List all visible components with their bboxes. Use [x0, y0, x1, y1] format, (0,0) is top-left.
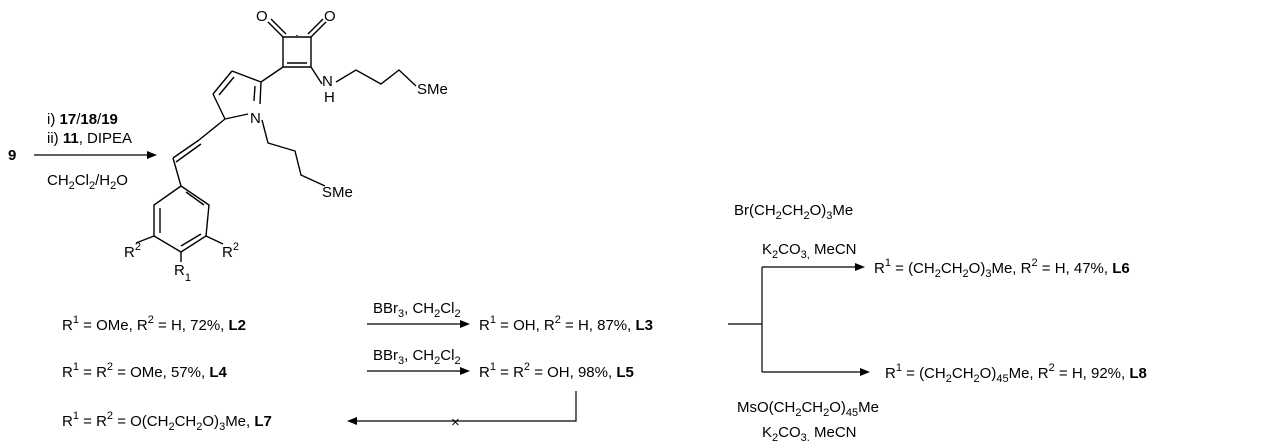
atom-pyrrole-n: N — [250, 110, 261, 127]
benzene-r2-left-bond — [135, 235, 155, 244]
pyrrole-n-c2 — [259, 81, 262, 105]
deprotection-arrowhead-a — [460, 320, 470, 328]
atom-r2-right: R2 — [222, 241, 239, 261]
n-propyl-chain — [261, 119, 326, 187]
bbr3-reagent-a: BBr3, CH2Cl2 — [373, 300, 461, 320]
svg-text:R1 = R2 = OMe, 57%, L4: R1 = R2 = OMe, 57%, L4 — [62, 361, 227, 381]
branch-arrowhead-bottom — [860, 368, 870, 376]
failed-arrowhead — [347, 417, 357, 425]
atom-o-right: O — [324, 8, 336, 25]
pyrrole-c4-c5 — [212, 93, 226, 120]
atom-nh-h: H — [324, 89, 335, 106]
reagent-k2co3-bottom: K2CO3, MeCN — [762, 424, 857, 441]
atom-r1: R1 — [174, 262, 191, 284]
pyrrole-c5-n — [224, 113, 249, 120]
step1-reagent-line2: ii) 11, DIPEA — [47, 130, 132, 147]
nh-propyl-chain — [335, 69, 417, 87]
pyrrole-c3-c4 — [212, 70, 233, 95]
vinyl-bond-1 — [198, 118, 226, 141]
benzene-ring — [153, 185, 210, 253]
atom-labels: O O N H N SMe SMe R2 R2 R1 — [124, 8, 448, 284]
svg-text:R1 = OH, R2 = H, 87%, L3: R1 = OH, R2 = H, 87%, L3 — [479, 314, 653, 334]
product-l6: R1 = (CH2CH2O)3Me, R2 = H, 47%, L6 — [874, 257, 1130, 280]
svg-text:R1 = (CH2CH2O)45Me, R2 = H, 92: R1 = (CH2CH2O)45Me, R2 = H, 92%, L8 — [885, 362, 1147, 385]
pyrrole-c2-double — [253, 85, 256, 102]
pyrrole-c3-c4-double — [218, 76, 235, 96]
reagent-peg45: MsO(CH2CH2O)45Me — [737, 399, 879, 419]
product-structure — [135, 18, 417, 262]
benzene-r2-right-bond — [205, 235, 224, 245]
step1-solvent: CH2Cl2/H2O — [47, 172, 128, 192]
reagent-peg3: Br(CH2CH2O)3Me — [734, 202, 853, 222]
branch-arrowhead-top — [855, 263, 865, 271]
benzene-double-1 — [185, 191, 205, 206]
carbonyl-left-bond-2 — [270, 18, 287, 35]
step1-arrowhead — [147, 151, 157, 159]
carbonyl-left-bond-1 — [267, 21, 284, 38]
deprotection-step-b: BBr3, CH2Cl2 — [367, 347, 470, 375]
failed-arrow-line — [355, 391, 577, 422]
deprotection-step-a: BBr3, CH2Cl2 — [367, 300, 470, 328]
product-l2: R1 = OMe, R2 = H, 72%, L2 — [62, 314, 246, 334]
carbonyl-right-bond-1 — [310, 21, 327, 38]
svg-text:R1 = (CH2CH2O)3Me, R2 = H, 47%: R1 = (CH2CH2O)3Me, R2 = H, 47%, L6 — [874, 257, 1130, 280]
squarate-to-pyrrole-bond — [260, 66, 284, 83]
deprotection-arrowhead-b — [460, 367, 470, 375]
svg-text:R1 = R2 = O(CH2CH2O)3Me, L7: R1 = R2 = O(CH2CH2O)3Me, L7 — [62, 410, 272, 433]
vinyl-double-bond-1 — [172, 139, 200, 159]
vinyl-double-bond-2 — [175, 143, 202, 163]
carbonyl-right-bond-2 — [307, 18, 324, 35]
product-l7: R1 = R2 = O(CH2CH2O)3Me, L7 — [62, 410, 272, 433]
atom-sme-top: SMe — [417, 81, 448, 98]
squarate-to-nh-bond — [310, 66, 323, 85]
step1-reagent-line1: i) 17/18/19 — [47, 111, 118, 128]
reagent-k2co3-top: K2CO3, MeCN — [762, 241, 857, 261]
product-l8: R1 = (CH2CH2O)45Me, R2 = H, 92%, L8 — [885, 362, 1147, 385]
product-l5: R1 = R2 = OH, 98%, L5 — [479, 361, 634, 381]
atom-nh-n: N — [322, 73, 333, 90]
atom-sme-bottom: SMe — [322, 184, 353, 201]
failed-reaction — [347, 391, 577, 425]
vinyl-to-ring-bond — [172, 157, 182, 187]
svg-text:R1 = R2 = OH, 98%, L5: R1 = R2 = OH, 98%, L5 — [479, 361, 634, 381]
bbr3-reagent-b: BBr3, CH2Cl2 — [373, 347, 461, 367]
atom-r2-left: R2 — [124, 241, 141, 261]
product-l3: R1 = OH, R2 = H, 87%, L3 — [479, 314, 653, 334]
starting-material-9: 9 — [8, 147, 16, 164]
atom-o-left: O — [256, 8, 268, 25]
step1-reaction: 9 i) 17/18/19 ii) 11, DIPEA CH2Cl2/H2O — [8, 111, 157, 192]
failed-arrow-mark: × — [451, 414, 460, 431]
svg-text:R1 = OMe, R2 = H, 72%, L2: R1 = OMe, R2 = H, 72%, L2 — [62, 314, 246, 334]
benzene-double-2 — [180, 233, 202, 247]
pyrrole-c2-c3 — [231, 70, 262, 83]
product-l4: R1 = R2 = OMe, 57%, L4 — [62, 361, 227, 381]
etherification-branch — [728, 263, 870, 376]
